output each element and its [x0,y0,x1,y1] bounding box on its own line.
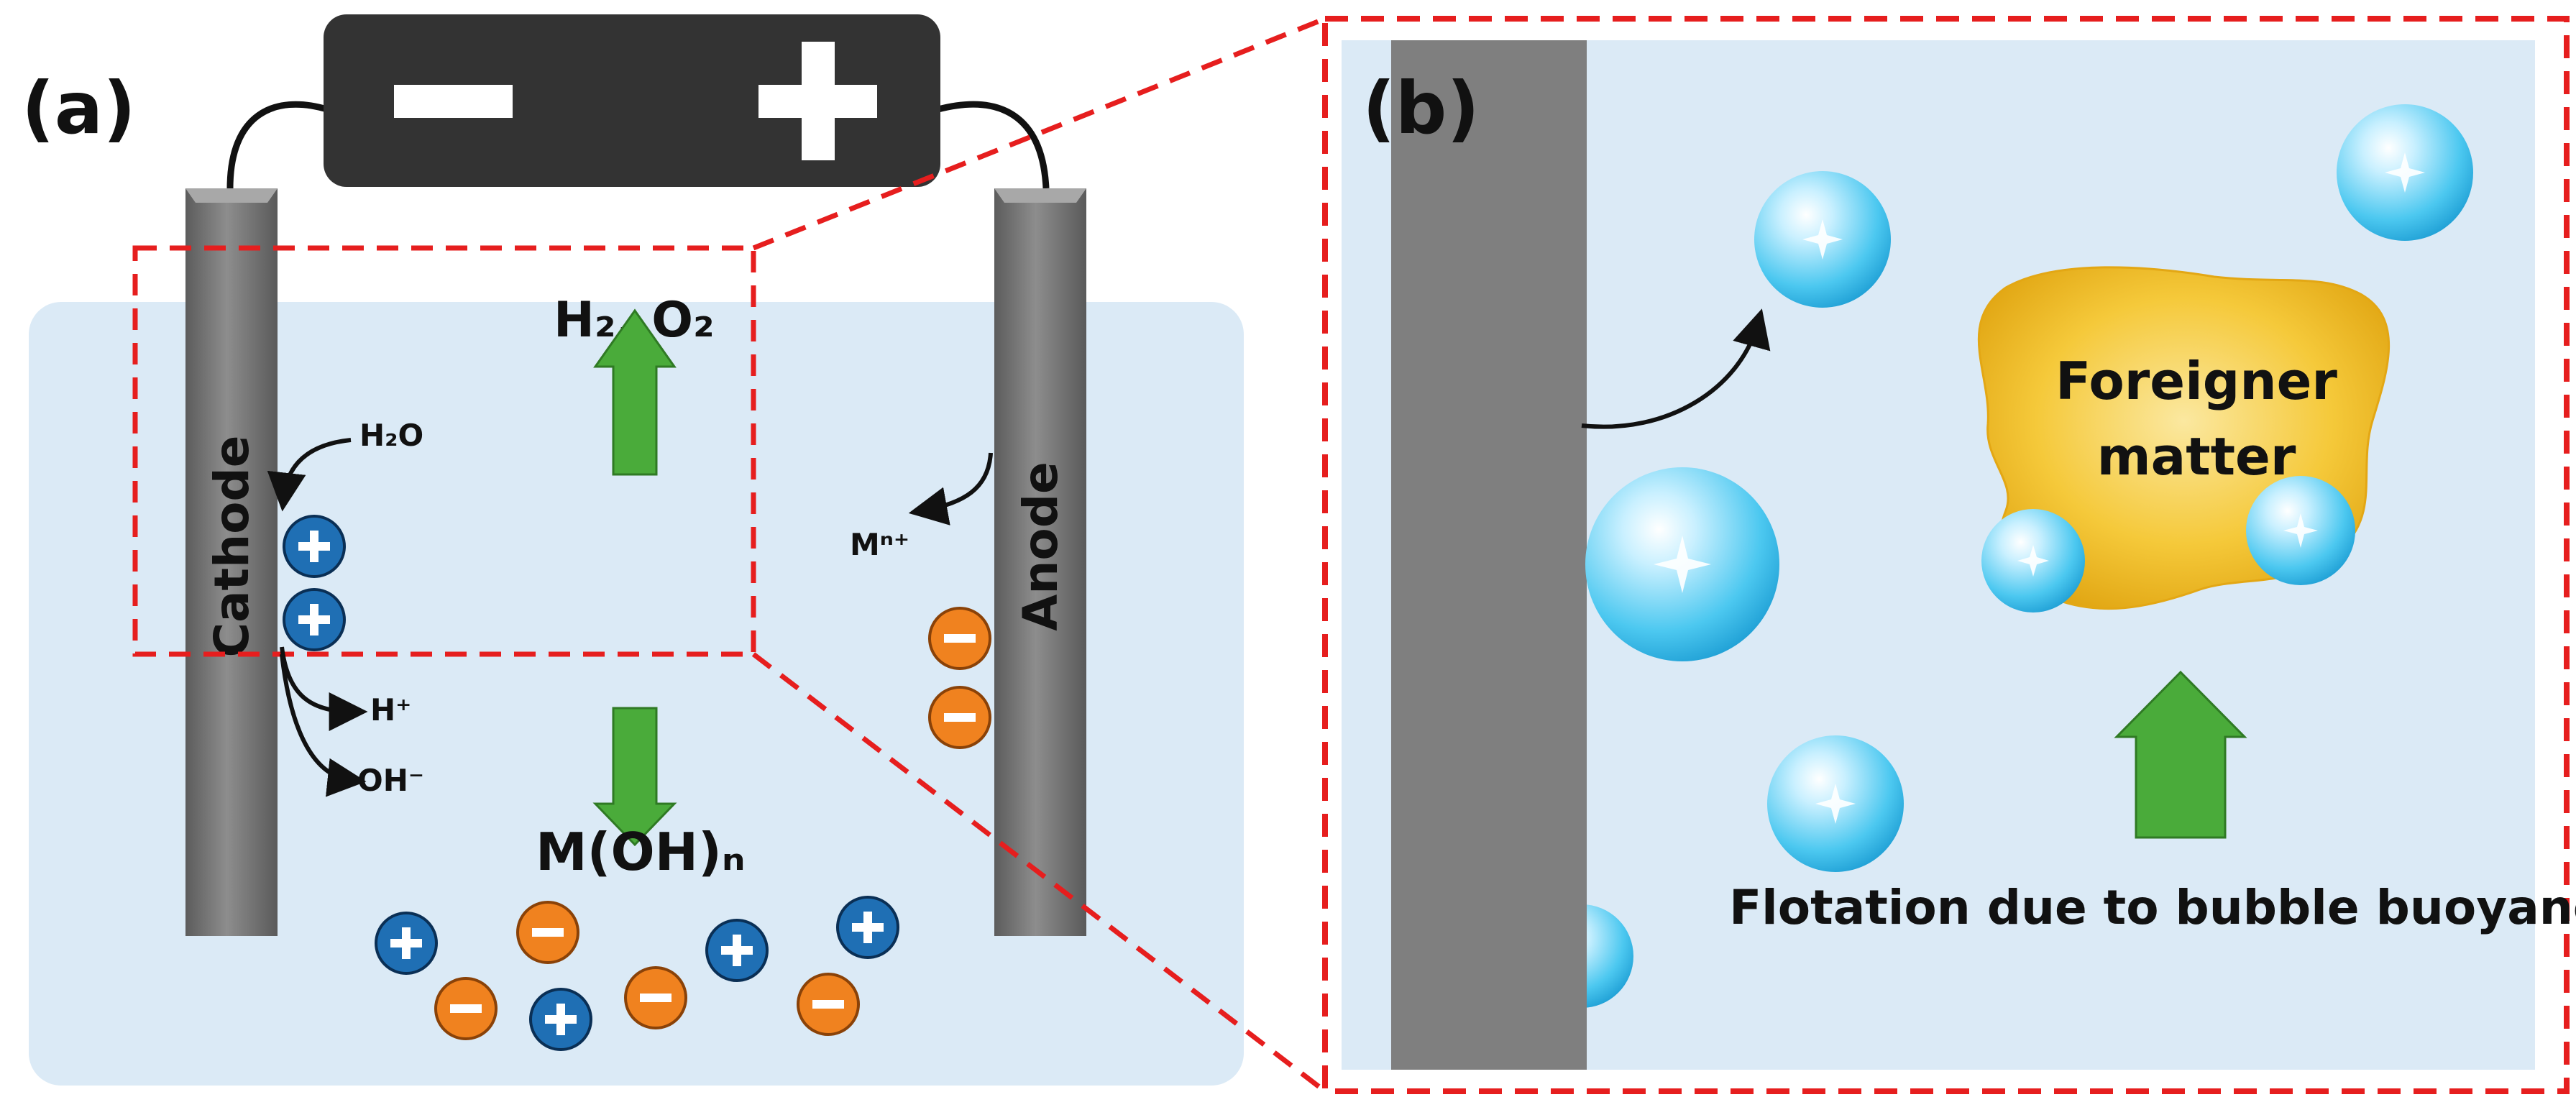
panel-a: (a) Cathode Anode H₂O [22,14,1244,1086]
water-label: H₂O [359,418,423,453]
electrode-slab [1391,40,1587,1070]
positive-ion [836,896,899,959]
wire-positive [937,101,1050,189]
positive-ion [529,988,592,1051]
panel-a-label: (a) [22,66,136,150]
battery [324,14,940,187]
flotation-caption: Flotation due to bubble buoyancy [1729,880,2576,935]
negative-ion [624,966,687,1029]
panel-b: (b) Foreigner matter [1322,16,2576,1094]
plus-icon [758,42,877,160]
precipitate-label: M(OH)ₙ [536,822,746,882]
bubble [2337,104,2473,241]
cathode-label: Cathode [204,436,260,658]
anode-electrode [994,188,1086,936]
negative-ion [797,973,860,1036]
bubble [1754,171,1891,308]
negative-ion [516,901,579,964]
gas-up-arrow [593,308,677,476]
bubble-release-arrow [1581,308,1771,429]
panel-b-label: (b) [1362,66,1480,150]
minus-icon [394,85,513,118]
panel-b-frame [1322,16,2570,1094]
bubble [1981,509,2085,612]
hydroxide-label: OH⁻ [357,763,424,798]
hydrogen-ion-label: H⁺ [370,692,411,728]
foreign-matter-label-line1: Foreigner [2055,351,2337,411]
precipitate-down-arrow [592,707,677,847]
zoom-connector-bottom [751,652,1327,1093]
hydroxide-arrow [280,653,367,797]
bubble [1767,735,1904,872]
wire-negative [226,101,329,189]
negative-ion [434,977,498,1040]
metal-ion-arrow [908,452,993,526]
cathode-positive-ion-2 [283,588,346,651]
zoom-region-box [132,245,756,657]
foreign-matter-label-line2: matter [2097,426,2296,487]
positive-ion [375,912,438,975]
anode-negative-ion-1 [928,607,991,670]
anode-negative-ion-2 [928,686,991,749]
bubble [2246,476,2355,585]
anode-label: Anode [1013,462,1068,630]
cathode-positive-ion-1 [283,515,346,578]
cathode-electrode [185,188,278,936]
positive-ion [705,919,769,982]
bubble [1585,467,1779,661]
buoyancy-up-arrow [2114,670,2247,839]
metal-ion-label: Mⁿ⁺ [850,527,909,562]
water-arrow [267,438,352,512]
